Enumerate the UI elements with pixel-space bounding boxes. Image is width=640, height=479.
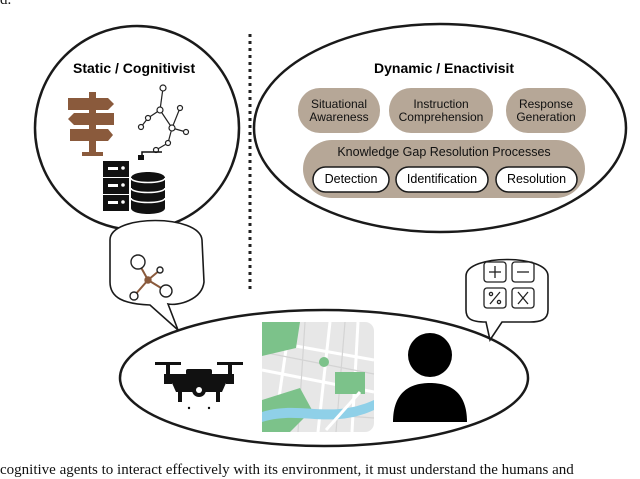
left-speech-bubble [109,219,205,331]
kgr-step-identification-box [395,166,489,193]
module-pill-situational [298,88,380,133]
knowledge-graph-icon [137,84,190,154]
signpost-icon [68,92,114,156]
module-pill-instruction [389,88,493,133]
dynamic-panel-ellipse [252,22,628,234]
kgr-step-identification: Identification [406,172,478,186]
dynamic-panel-title: Dynamic / Enactivisit [374,60,515,76]
right-speech-bubble [465,258,549,343]
scene-ellipse [118,308,530,448]
server-database-icon [103,151,166,214]
kgr-step-resolution: Resolution [506,172,567,186]
drone-icon [155,362,243,410]
module-label-situational: Situational Awareness [309,97,369,124]
city-map-icon [261,321,375,433]
bottom-caption: cognitive agents to interact effectively… [0,462,574,478]
kgr-step-detection-box [312,166,390,193]
person-icon [393,333,467,422]
module-label-response: Response Generation [516,97,576,124]
static-panel-title: Static / Cognitivist [73,60,196,76]
top-caption: d. [0,0,12,8]
graph-network-icon [129,254,173,301]
module-pill-response [506,88,586,133]
kgr-step-resolution-box [495,166,578,193]
kgr-title: Knowledge Gap Resolution Processes [337,145,551,159]
calculator-symbols-icon [483,261,535,309]
module-label-instruction: Instruction Comprehension [398,97,484,124]
kgr-step-detection: Detection [324,172,378,186]
